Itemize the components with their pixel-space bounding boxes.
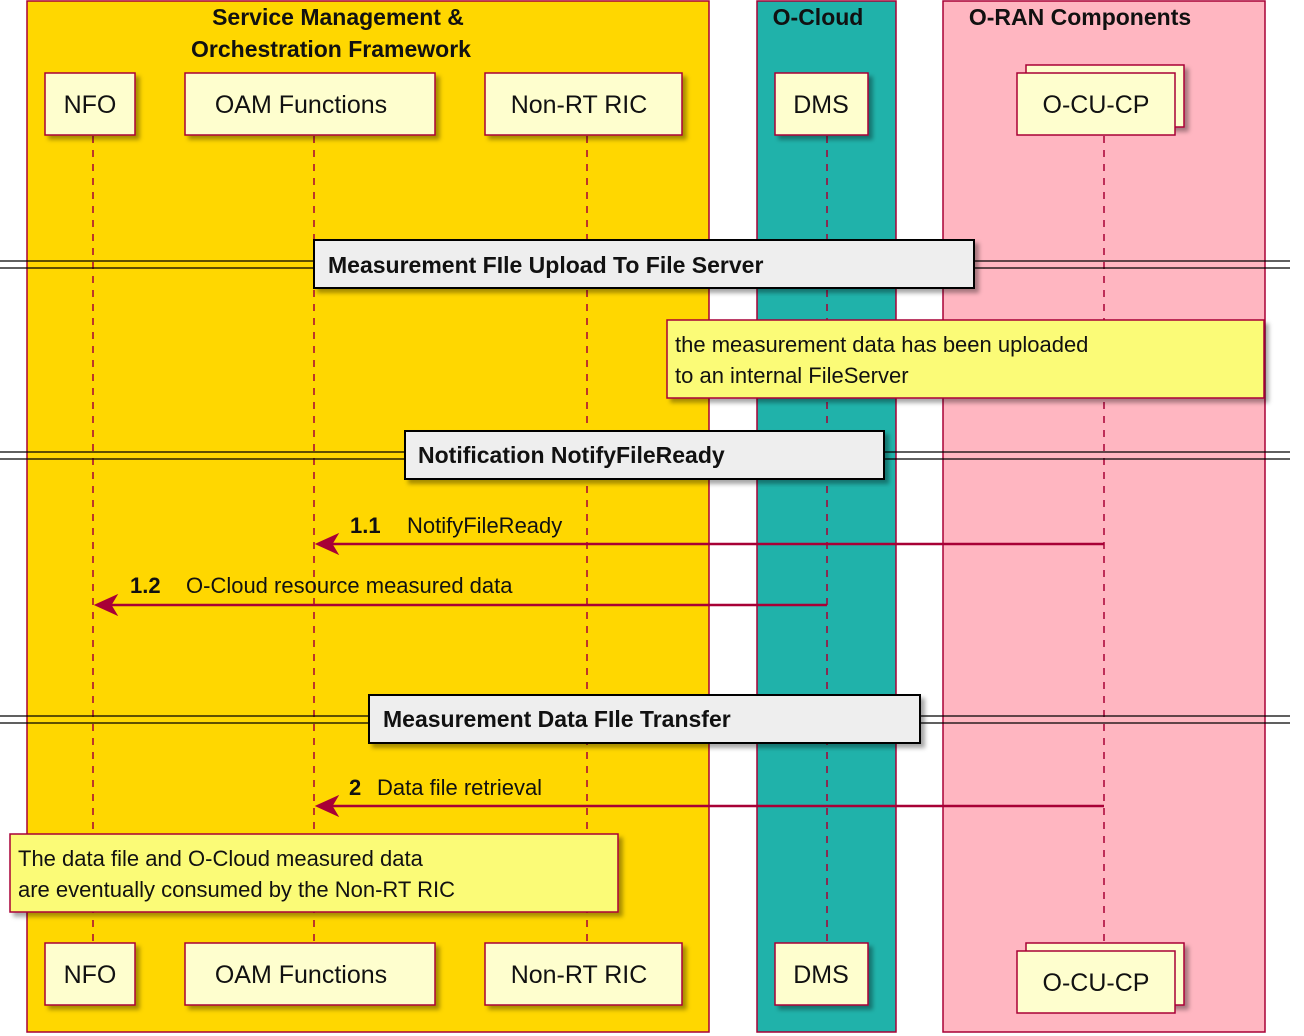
box-oran: O-RAN Components — [942, 0, 1266, 1033]
note-uploaded-line2: to an internal FileServer — [675, 363, 909, 388]
participant-nfo-top[interactable]: NFO — [44, 72, 136, 136]
participant-nonrt-bottom-label: Non-RT RIC — [511, 961, 648, 989]
divider-notification-label: Notification NotifyFileReady — [418, 442, 725, 468]
participant-dms-top-label: DMS — [793, 91, 849, 119]
message-1-2-number: 1.2 — [130, 573, 161, 598]
message-1-2: 1.2 O-Cloud resource measured data — [93, 573, 827, 617]
message-1-1: 1.1 NotifyFileReady — [314, 513, 1104, 556]
message-1-2-label: O-Cloud resource measured data — [186, 573, 513, 598]
note-consumed: The data file and O-Cloud measured data … — [9, 833, 619, 913]
participant-ocucp-top-label: O-CU-CP — [1043, 91, 1150, 119]
participant-nonrt-top[interactable]: Non-RT RIC — [484, 72, 683, 136]
box-oran-title: O-RAN Components — [969, 4, 1191, 30]
participant-oam-top[interactable]: OAM Functions — [184, 72, 436, 136]
box-smo-title-line2: Orchestration Framework — [191, 36, 471, 62]
divider-transfer-label: Measurement Data FIle Transfer — [383, 706, 731, 732]
participant-ocucp-top[interactable]: O-CU-CP — [1016, 64, 1185, 136]
participant-oam-top-label: OAM Functions — [215, 91, 387, 119]
participant-dms-top[interactable]: DMS — [774, 72, 869, 136]
box-ocloud-title: O-Cloud — [773, 4, 864, 30]
participant-nonrt-bottom[interactable]: Non-RT RIC — [484, 942, 683, 1006]
divider-notification: Notification NotifyFileReady — [0, 430, 1290, 480]
message-2: 2 Data file retrieval — [314, 775, 1104, 818]
message-1-1-number: 1.1 — [350, 513, 381, 538]
participant-nfo-bottom[interactable]: NFO — [44, 942, 136, 1006]
participant-ocucp-bottom-label: O-CU-CP — [1043, 969, 1150, 997]
participant-ocucp-bottom[interactable]: O-CU-CP — [1016, 942, 1185, 1014]
participant-oam-bottom-label: OAM Functions — [215, 961, 387, 989]
message-1-1-label: NotifyFileReady — [407, 513, 562, 538]
note-consumed-line1: The data file and O-Cloud measured data — [18, 846, 424, 871]
note-uploaded: the measurement data has been uploaded t… — [666, 319, 1265, 399]
message-2-label: Data file retrieval — [377, 775, 542, 800]
divider-upload-label: Measurement FIle Upload To File Server — [328, 252, 763, 278]
note-consumed-line2: are eventually consumed by the Non-RT RI… — [18, 877, 455, 902]
box-smo-title-line1: Service Management & — [212, 4, 464, 30]
note-uploaded-line1: the measurement data has been uploaded — [675, 332, 1088, 357]
message-2-number: 2 — [349, 775, 361, 800]
participant-nfo-bottom-label: NFO — [64, 961, 117, 989]
divider-transfer: Measurement Data FIle Transfer — [0, 694, 1290, 744]
divider-upload: Measurement FIle Upload To File Server — [0, 239, 1290, 289]
participant-nfo-top-label: NFO — [64, 91, 117, 119]
participant-oam-bottom[interactable]: OAM Functions — [184, 942, 436, 1006]
participant-nonrt-top-label: Non-RT RIC — [511, 91, 648, 119]
participant-dms-bottom-label: DMS — [793, 961, 849, 989]
participant-dms-bottom[interactable]: DMS — [774, 942, 869, 1006]
